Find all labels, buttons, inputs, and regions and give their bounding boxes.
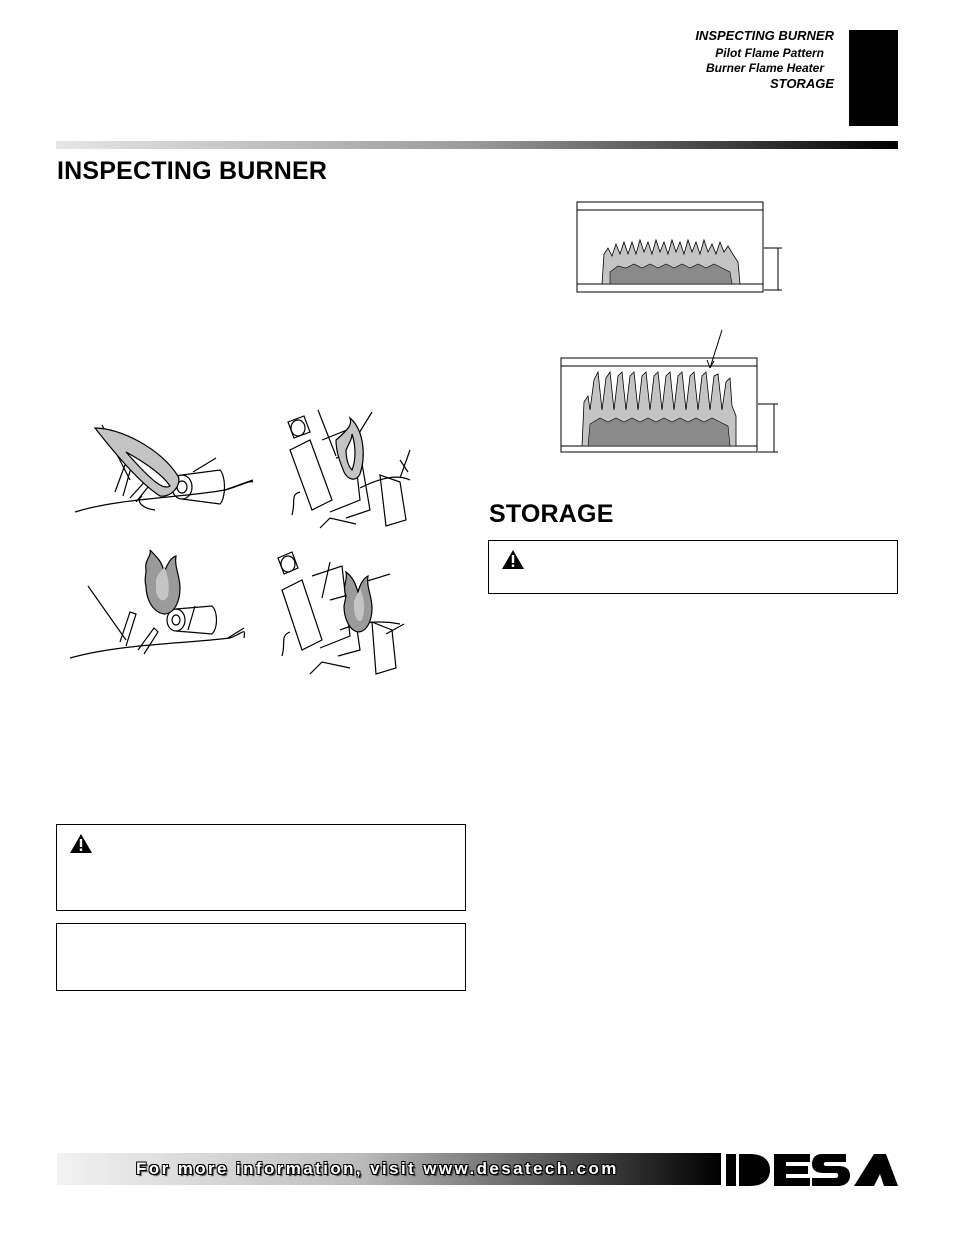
desa-logo bbox=[726, 1154, 898, 1186]
section-tab-marker bbox=[849, 30, 898, 126]
section-title-storage: STORAGE bbox=[489, 500, 614, 528]
footer-website-link[interactable]: For more information, visit www.desatech… bbox=[136, 1159, 619, 1178]
footer-bar bbox=[57, 1153, 721, 1185]
header-title: INSPECTING BURNER bbox=[695, 28, 834, 43]
burner-flame-diagram-correct bbox=[576, 201, 782, 293]
warning-triangle-icon bbox=[502, 550, 524, 569]
header-rule bbox=[56, 141, 898, 149]
header-subtitle-pilot: Pilot Flame Pattern bbox=[715, 46, 824, 60]
pilot-flame-illustrations bbox=[69, 409, 411, 675]
storage-warning-box bbox=[488, 540, 898, 594]
header-subtitle-storage: STORAGE bbox=[769, 76, 834, 91]
pilot-flame-inner-a bbox=[125, 451, 171, 488]
burner-flame-inner-a bbox=[609, 263, 733, 285]
pilot-flame-figure-incorrect-a bbox=[69, 585, 246, 659]
warning-triangle-icon bbox=[70, 834, 92, 853]
burner-flame-inner-b bbox=[587, 417, 731, 447]
pilot-flame-figure-incorrect-b bbox=[277, 551, 405, 675]
section-title-inspecting-burner: INSPECTING BURNER bbox=[57, 157, 328, 185]
burner-flame-diagram-incorrect bbox=[560, 330, 778, 453]
header-subtitle-burner: Burner Flame Heater bbox=[705, 61, 824, 75]
burner-notice-box bbox=[56, 923, 466, 991]
burner-warning-box bbox=[56, 824, 466, 911]
